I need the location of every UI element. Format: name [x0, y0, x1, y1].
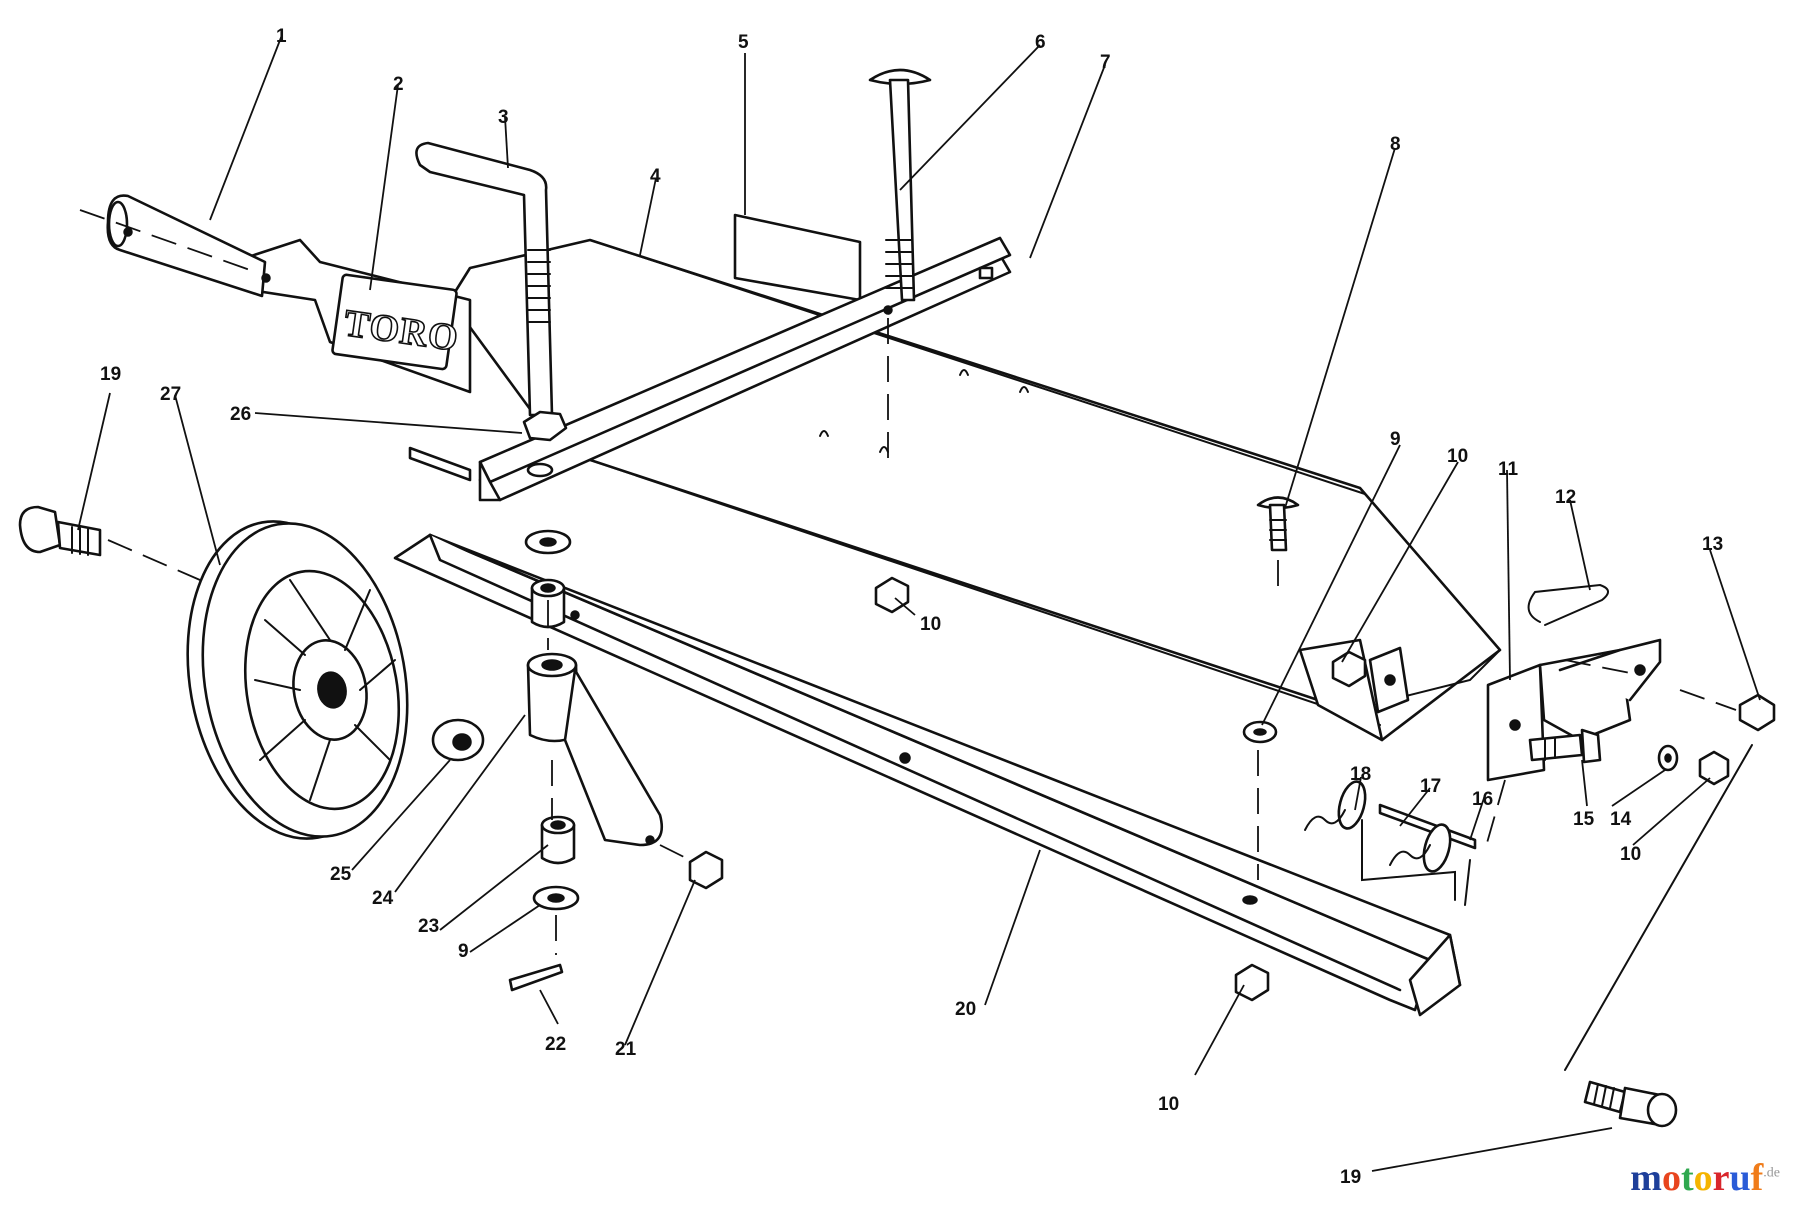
watermark-letter: o	[1661, 1157, 1681, 1199]
callout-16: 16	[1472, 789, 1493, 810]
callout-13: 13	[1702, 534, 1723, 555]
callout-9: 9	[1390, 429, 1401, 450]
callout-25: 25	[330, 864, 352, 885]
callout-1: 1	[276, 26, 287, 47]
long-carriage-bolt	[868, 68, 932, 470]
watermark-letter: o	[1693, 1157, 1713, 1199]
j-bolt	[415, 141, 554, 417]
hairpin-clip-12	[1527, 583, 1641, 676]
callout-10-c: 10	[1158, 1094, 1179, 1115]
callout-18: 18	[1350, 764, 1371, 785]
spring-rod-assembly	[1304, 779, 1506, 906]
callout-27: 27	[160, 384, 181, 405]
cross-bar	[478, 236, 1012, 502]
bolt-13	[1679, 689, 1776, 732]
callout-4: 4	[650, 166, 661, 187]
callout-22: 22	[545, 1034, 566, 1055]
callout-26: 26	[230, 404, 251, 425]
callout-10-b: 10	[920, 614, 941, 635]
shield-plate	[733, 213, 862, 302]
carriage-bolt-8	[1256, 496, 1300, 590]
callout-21: 21	[615, 1039, 637, 1060]
hex-nut-26	[408, 410, 568, 482]
callout-8: 8	[1390, 134, 1401, 155]
callout-10-a: 10	[1447, 446, 1468, 467]
callout-19-left: 19	[100, 364, 121, 385]
callout-23: 23	[418, 916, 439, 937]
adjuster-bracket	[1486, 638, 1662, 782]
wheel-assembly	[186, 520, 409, 840]
callout-14: 14	[1610, 809, 1632, 830]
hex-nut-10-bottom	[1234, 963, 1270, 1002]
watermark-letter: m	[1630, 1157, 1662, 1199]
callout-15: 15	[1573, 809, 1595, 830]
washer-25	[431, 718, 485, 762]
callout-24: 24	[372, 888, 394, 909]
hex-nut-21	[659, 844, 724, 890]
hex-nut-10-bracket	[1331, 646, 1410, 714]
callout-11: 11	[1498, 459, 1519, 480]
washer-9-right	[1242, 720, 1278, 905]
watermark-letter: u	[1729, 1157, 1751, 1199]
callout-17: 17	[1420, 776, 1441, 797]
callout-19-right: 19	[1340, 1167, 1361, 1188]
callout-2: 2	[393, 74, 404, 95]
callout-5: 5	[738, 32, 749, 53]
watermark-letter: f	[1750, 1157, 1764, 1199]
tube-arm	[79, 194, 271, 298]
hex-nut-10-center	[874, 576, 910, 614]
spindle-post	[526, 652, 664, 847]
motoruf-watermark: motoruf.de	[1630, 1156, 1780, 1200]
stack-parts	[508, 529, 580, 992]
front-axle-channel	[393, 533, 1462, 1017]
callout-7: 7	[1100, 52, 1111, 73]
callout-20: 20	[955, 999, 976, 1020]
handle-bracket: TORO	[243, 238, 472, 394]
callout-6: 6	[1035, 32, 1046, 53]
bolt-15	[1528, 728, 1602, 764]
callout-9-left: 9	[458, 941, 469, 962]
callout-12: 12	[1555, 487, 1576, 508]
washer-14	[1657, 744, 1679, 772]
leader-lines	[77, 34, 1761, 1172]
callout-10-d: 10	[1620, 844, 1641, 865]
shoulder-bolt-left	[18, 505, 201, 581]
callout-3: 3	[498, 107, 509, 128]
callout-labels: 1 2 3 4 5 6 7 8 9 10 10 10 10 11 12 13 1…	[100, 26, 1723, 1188]
shoulder-bolt-right	[1564, 744, 1753, 1128]
hex-nut-10-right	[1698, 750, 1730, 786]
watermark-letter: t	[1680, 1157, 1694, 1199]
watermark-suffix: .de	[1763, 1165, 1780, 1181]
watermark-letter: r	[1712, 1157, 1730, 1199]
